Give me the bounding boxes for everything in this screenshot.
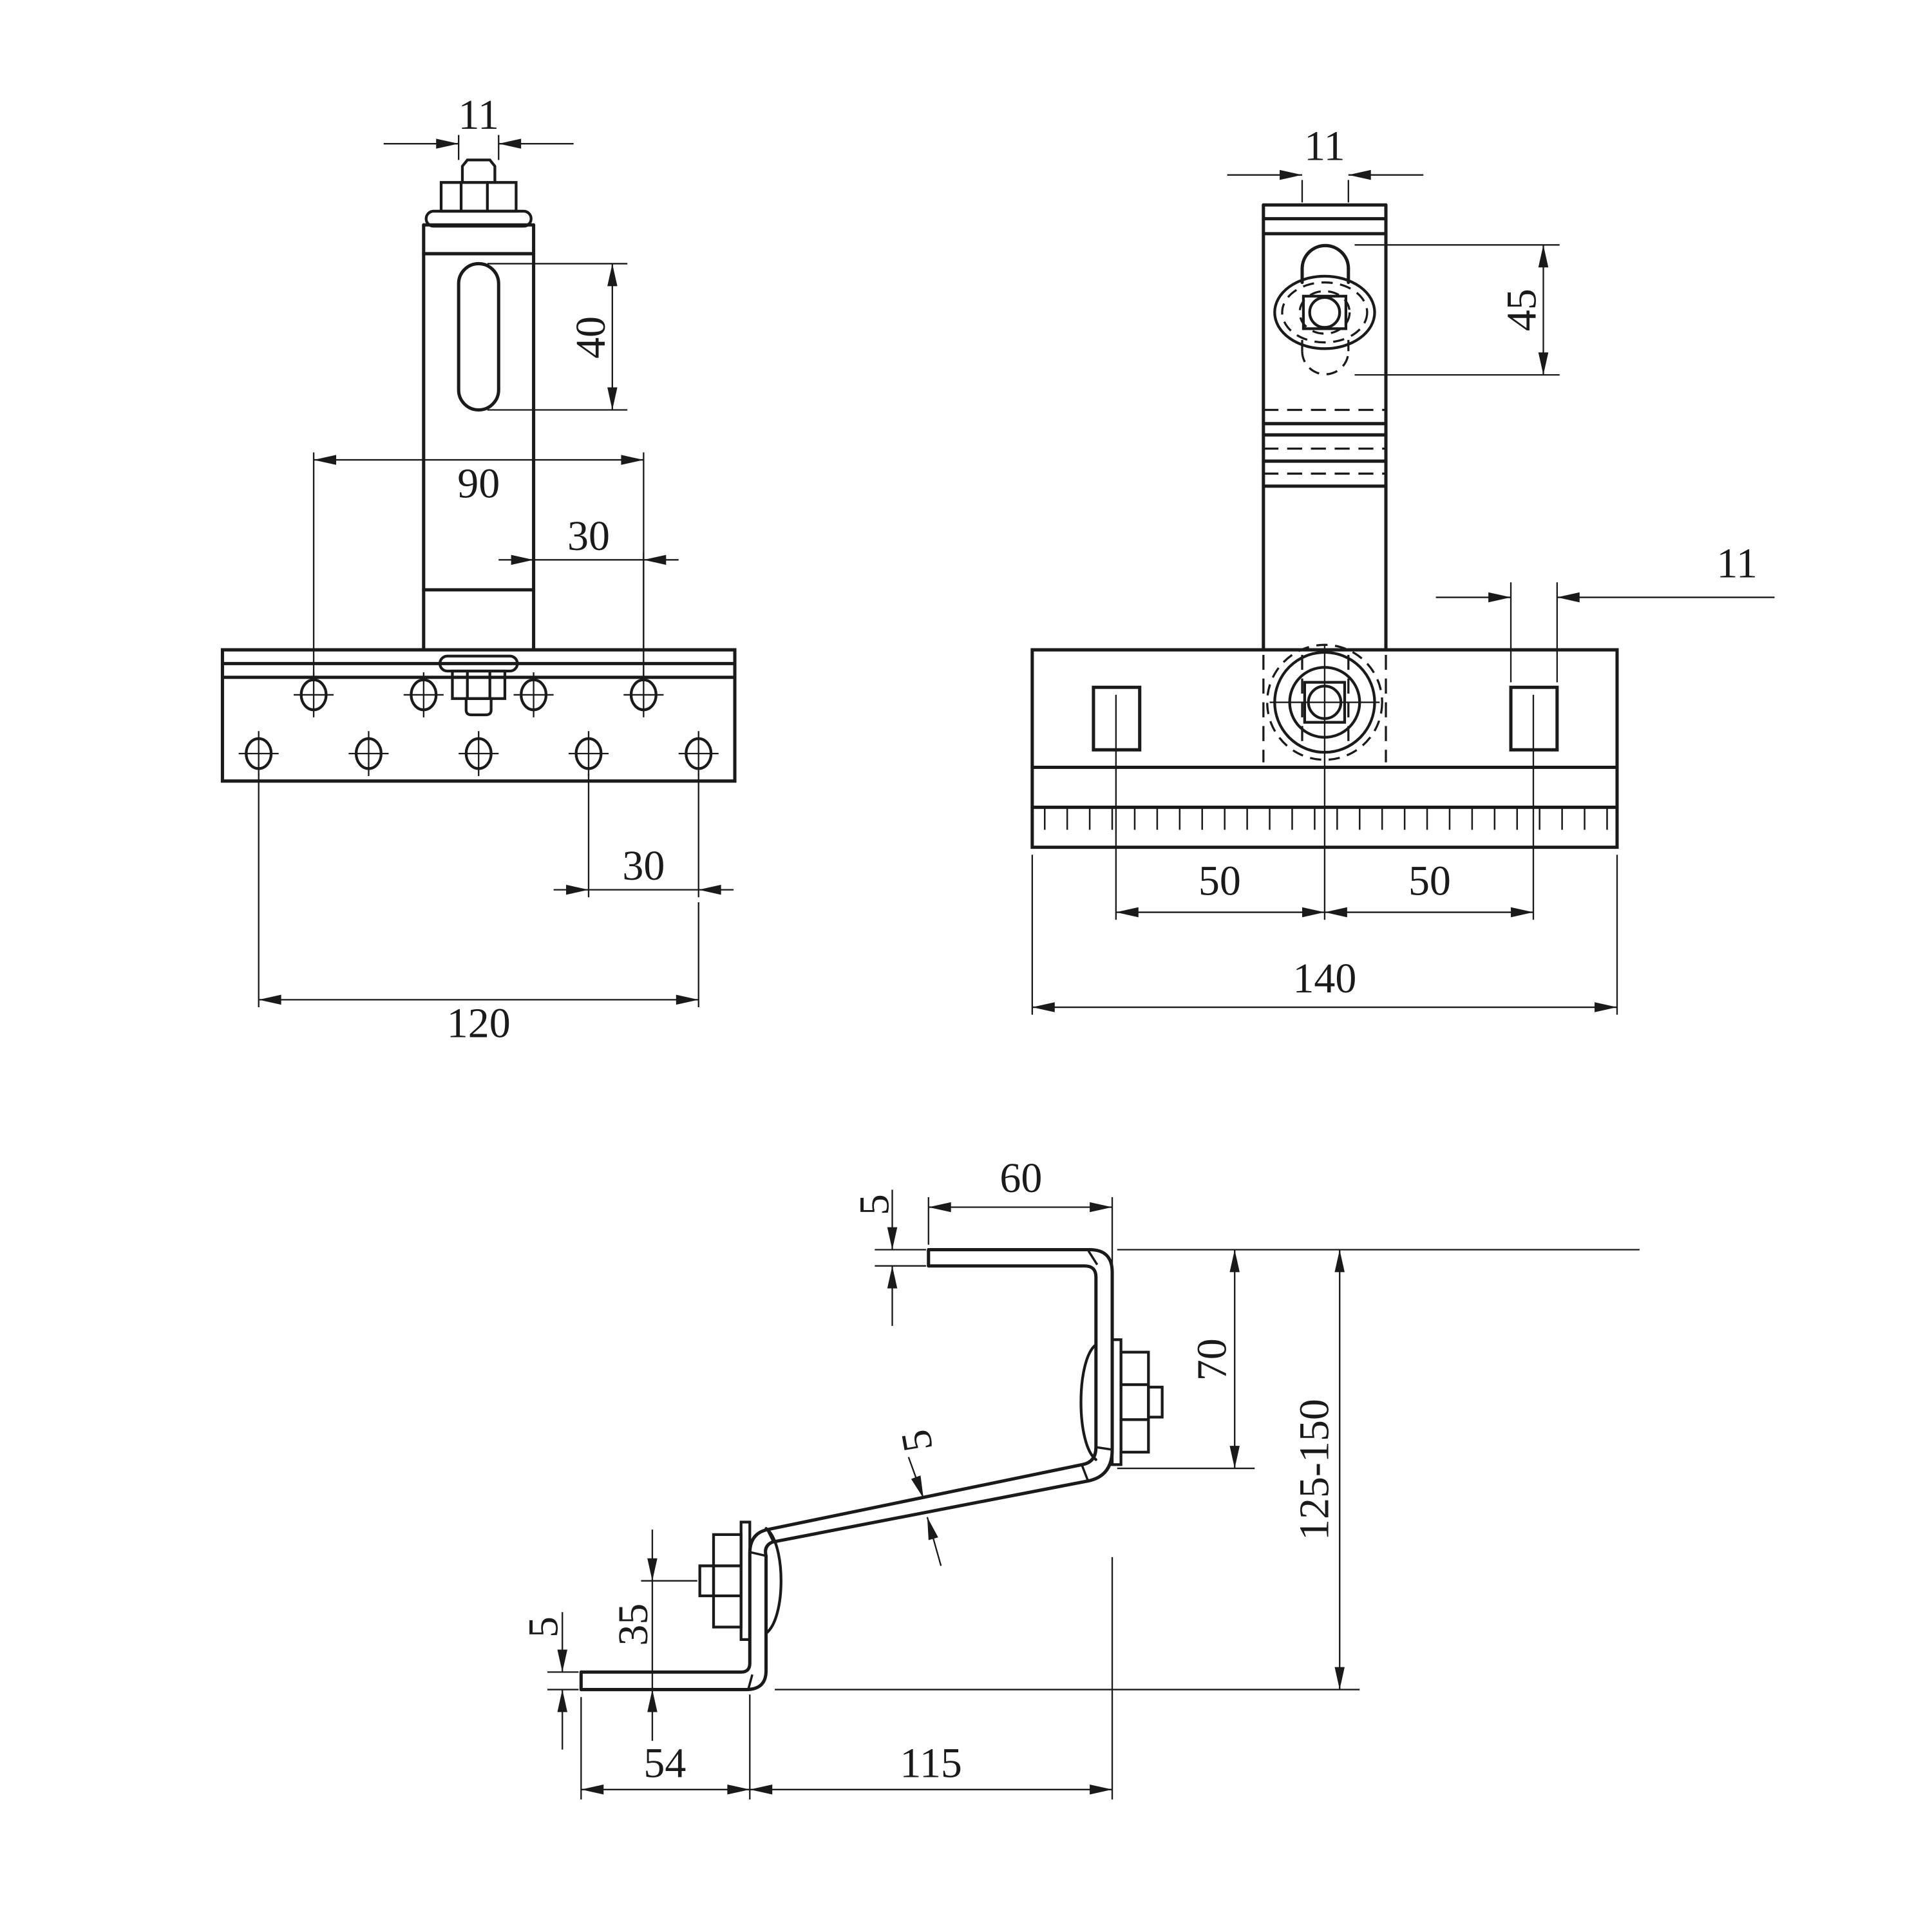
dim-label-front-upper-hole-span: 90 xyxy=(457,460,500,507)
side-post xyxy=(1262,203,1388,652)
front-base-plate xyxy=(220,648,737,783)
dim-label-profile-overall-height: 125-150 xyxy=(1291,1399,1338,1540)
dim-label-side-slot-length: 45 xyxy=(1499,289,1546,331)
side-post-bolt xyxy=(1273,274,1376,350)
profile-lower-bolt xyxy=(698,1520,782,1642)
profile-view: 60 5 70 125-150 5 35 xyxy=(520,1155,1640,1800)
front-view: 11 40 90 30 30 xyxy=(220,91,737,1047)
side-square-hole-right xyxy=(1509,685,1559,752)
dim-label-front-lower-hole-span: 120 xyxy=(447,1000,511,1047)
profile-upper-bolt xyxy=(1079,1338,1164,1466)
dim-label-side-base-width: 140 xyxy=(1293,955,1356,1002)
dim-label-profile-top-flange-thickness: 5 xyxy=(851,1194,898,1215)
side-plate-bolt xyxy=(1266,643,1383,920)
dim-label-profile-middle-section-length: 115 xyxy=(900,1739,962,1786)
side-serration-ticks xyxy=(1043,807,1608,830)
dim-label-profile-bolt-center-height: 35 xyxy=(610,1604,657,1646)
dim-label-front-slot-width: 11 xyxy=(458,91,499,138)
front-dimensions: 11 40 90 30 30 xyxy=(258,91,734,1047)
dim-label-side-hole-offset-left: 50 xyxy=(1198,857,1241,904)
front-top-bolt xyxy=(424,158,533,228)
dim-label-profile-top-flange-length: 60 xyxy=(999,1155,1042,1202)
side-square-hole-left xyxy=(1092,685,1142,752)
side-dimensions: 11 45 11 50 50 140 xyxy=(1031,122,1775,1015)
profile-dimensions: 60 5 70 125-150 5 35 xyxy=(520,1155,1640,1800)
profile-hook-body xyxy=(579,1247,1114,1692)
front-post xyxy=(422,223,536,652)
dim-label-front-lower-hole-pitch: 30 xyxy=(622,842,665,889)
side-view: 11 45 11 50 50 140 xyxy=(1030,122,1775,1015)
front-post-slot xyxy=(457,261,500,412)
front-plate-bolt xyxy=(438,654,519,717)
dim-label-front-slot-length: 40 xyxy=(567,316,614,359)
dim-label-profile-bottom-flange-length: 54 xyxy=(643,1739,686,1786)
dim-label-profile-upper-web-height: 70 xyxy=(1188,1338,1235,1381)
dim-label-profile-web-thickness: 5 xyxy=(892,1426,942,1455)
front-mounting-holes xyxy=(238,672,719,777)
dim-label-front-upper-hole-pitch: 30 xyxy=(567,513,610,560)
dim-label-profile-bottom-flange-thickness: 5 xyxy=(520,1616,567,1638)
dim-label-side-slot-width: 11 xyxy=(1304,122,1345,169)
dim-label-side-hole-offset-right: 50 xyxy=(1408,857,1451,904)
dim-label-side-square-hole-width: 11 xyxy=(1717,540,1758,587)
